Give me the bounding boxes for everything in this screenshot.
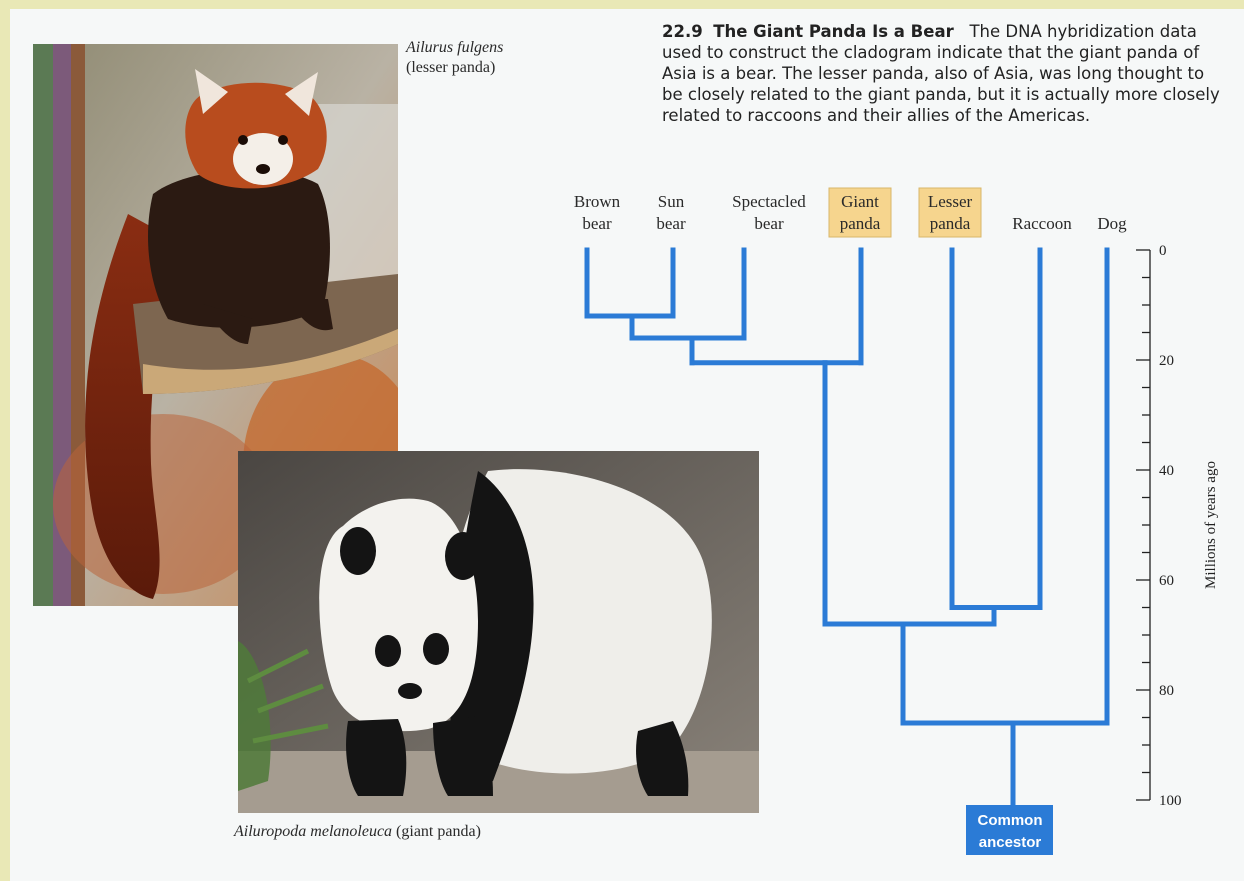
giant-panda-caption: Ailuropoda melanoleuca (giant panda) bbox=[234, 822, 481, 842]
axis-tick-label: 80 bbox=[1159, 683, 1174, 699]
taxon-label-line2: bear bbox=[582, 214, 612, 233]
giant-panda-common-name: (giant panda) bbox=[396, 823, 481, 840]
taxon-label-line1: Brown bbox=[574, 192, 621, 211]
figure-number: 22.9 bbox=[662, 22, 703, 41]
taxon-label-line2: bear bbox=[754, 214, 784, 233]
lesser-panda-scientific-name: Ailurus fulgens bbox=[406, 39, 504, 56]
taxon-highlight-box bbox=[828, 187, 892, 238]
axis-tick-label: 60 bbox=[1159, 573, 1174, 589]
figure-legend: 22.9 The Giant Panda Is a Bear The DNA h… bbox=[662, 21, 1222, 126]
axis-tick-label: 0 bbox=[1159, 243, 1167, 259]
figure-legend-body: The DNA hybridization data used to const… bbox=[662, 22, 1220, 125]
taxon-label-line1: Giant bbox=[841, 192, 879, 211]
axis-tick-label: 20 bbox=[1159, 353, 1174, 369]
giant-panda-photo bbox=[238, 451, 759, 813]
axis-tick-label: 100 bbox=[1159, 793, 1182, 809]
root-label-line2: ancestor bbox=[979, 834, 1042, 851]
giant-panda-scientific-name: Ailuropoda melanoleuca bbox=[234, 823, 393, 840]
figure-title: The Giant Panda Is a Bear bbox=[713, 22, 954, 41]
cladogram: Brown bear Sun bear Spectacled bear Giant panda… bbox=[574, 187, 1219, 855]
taxon-label-line2: Dog bbox=[1097, 214, 1127, 233]
taxon-label-line2: bear bbox=[656, 214, 686, 233]
taxon-label-line1: Sun bbox=[658, 192, 685, 211]
axis-title: Millions of years ago bbox=[1203, 461, 1219, 589]
root-label-line1: Common bbox=[978, 812, 1043, 829]
taxon-label-line2: panda bbox=[930, 214, 971, 233]
root-box bbox=[966, 805, 1053, 855]
textbook-page: Ailurus fulgens (lesser panda) Ailuropod… bbox=[10, 9, 1244, 881]
lesser-panda-caption: Ailurus fulgens (lesser panda) bbox=[406, 38, 503, 78]
taxon-highlight-box bbox=[918, 187, 982, 238]
taxon-label-line2: panda bbox=[840, 214, 881, 233]
lesser-panda-common-name: (lesser panda) bbox=[406, 59, 496, 76]
taxon-label-line2: Raccoon bbox=[1012, 214, 1072, 233]
taxon-label-line1: Spectacled bbox=[732, 192, 806, 211]
taxon-label-line1: Lesser bbox=[928, 192, 973, 211]
axis-tick-label: 40 bbox=[1159, 463, 1174, 479]
